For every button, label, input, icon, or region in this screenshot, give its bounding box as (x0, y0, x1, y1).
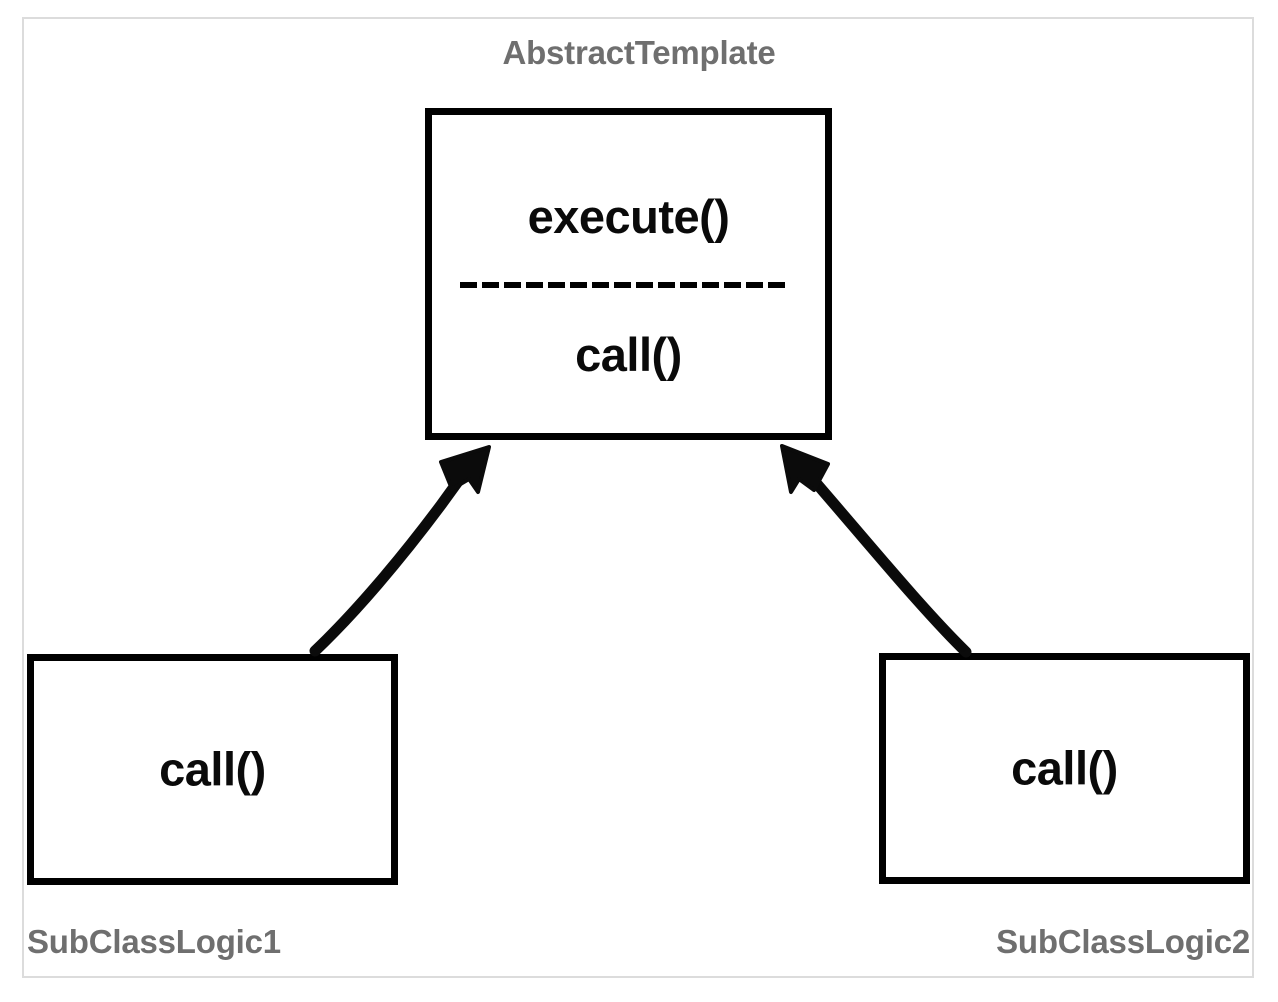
abstract-class-caption: AbstractTemplate (502, 34, 776, 71)
subclass-2-method-call: call() (1011, 741, 1118, 795)
template-method-execute: execute() (527, 190, 730, 243)
subclass-1-method-call: call() (159, 742, 266, 796)
subclass-2-caption: SubClassLogic2 (996, 923, 1250, 960)
subclass-1-caption: SubClassLogic1 (27, 923, 281, 960)
member-separator-dashed (460, 282, 790, 288)
hook-method-call: call() (575, 328, 682, 381)
subclass-1-box[interactable]: call() (27, 654, 398, 885)
abstract-class-box[interactable]: execute() call() (425, 108, 832, 440)
subclass-2-box[interactable]: call() (879, 653, 1250, 884)
